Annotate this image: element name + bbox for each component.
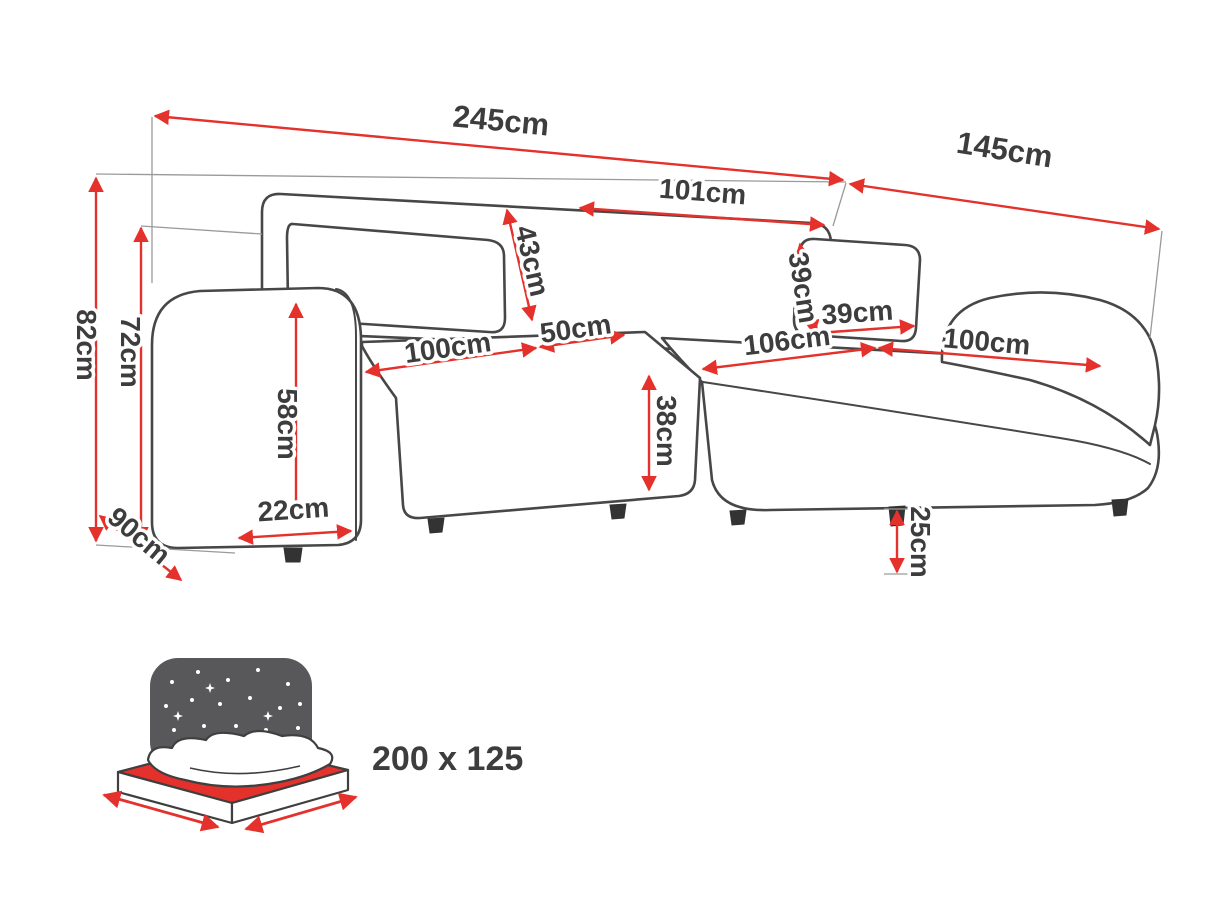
dimension-line-pillow-width: [802, 319, 916, 341]
star: [298, 702, 302, 706]
sofa-foot: [427, 517, 445, 534]
star: [170, 680, 174, 684]
dim-label-seat-height: 38cm: [651, 395, 682, 467]
dim-label-chaise-depth: 145cm: [954, 125, 1055, 175]
dim-label-armrest-width: 22cm: [257, 492, 331, 528]
star: [256, 668, 260, 672]
star: [202, 724, 206, 728]
star: [286, 682, 290, 686]
sparkle-star: [173, 711, 183, 721]
star: [190, 698, 194, 702]
dim-label-pillow-width: 39cm: [821, 295, 895, 331]
sofa-foot: [283, 547, 303, 563]
star: [296, 726, 300, 730]
sparkle-star: [263, 711, 273, 721]
star: [164, 704, 168, 708]
dimension-line-left-seat-width: [364, 342, 538, 378]
dim-label-backrest-height: 72cm: [115, 316, 146, 388]
left-armrest-seam: [335, 288, 357, 541]
dimension-line-pillow-height: [794, 242, 820, 336]
dimension-line-total-width: [153, 109, 845, 187]
sofa-illustration: [150, 192, 1161, 563]
chaise-front-edge-seam: [702, 381, 1151, 465]
dimension-line-armrest-width: [237, 524, 353, 545]
dimension-line-corner-seat-width: [701, 341, 877, 376]
dimension-line-chaise-depth: [848, 178, 1161, 235]
sofa-foot: [729, 509, 747, 526]
extension-line: [1149, 230, 1163, 339]
sofa-foot: [609, 503, 627, 520]
sleeping-width-arrow: [244, 792, 358, 834]
extension-line: [140, 225, 263, 235]
extension-line: [832, 182, 847, 227]
duvet-fold-line: [189, 765, 301, 775]
sleeping-function-icon: 200 x 125: [102, 658, 523, 834]
duvet: [146, 729, 334, 788]
stars: [164, 668, 302, 754]
sofa-foot: [1111, 498, 1129, 517]
dimension-lines: [88, 109, 1161, 581]
star: [234, 724, 238, 728]
dim-label-leg-height: 25cm: [905, 506, 936, 578]
sleeping-area-size-label: 200 x 125: [372, 740, 523, 778]
star: [172, 728, 176, 732]
dim-label-armrest-height: 58cm: [272, 388, 303, 460]
dim-label-overall-height: 82cm: [71, 309, 102, 381]
dim-label-right-back-width: 101cm: [658, 173, 747, 211]
star: [196, 670, 200, 674]
star: [218, 702, 222, 706]
sparkle-star: [205, 683, 215, 693]
dimension-line-backrest-cushion-height: [502, 208, 537, 322]
dimension-line-armrest-depth: [98, 515, 183, 581]
dim-label-total-width: 245cm: [451, 99, 550, 143]
dimension-line-right-back-width: [578, 201, 826, 232]
star: [226, 678, 230, 682]
dimension-labels: 245cm 145cm 101cm 43cm 39cm 39cm 82cm 72…: [68, 95, 1059, 581]
dimension-line-chaise-seat-width: [877, 341, 1102, 373]
star: [278, 706, 282, 710]
sleeping-length-arrow: [102, 790, 220, 832]
dimension-line-seat-depth: [538, 329, 626, 353]
star: [248, 696, 252, 700]
